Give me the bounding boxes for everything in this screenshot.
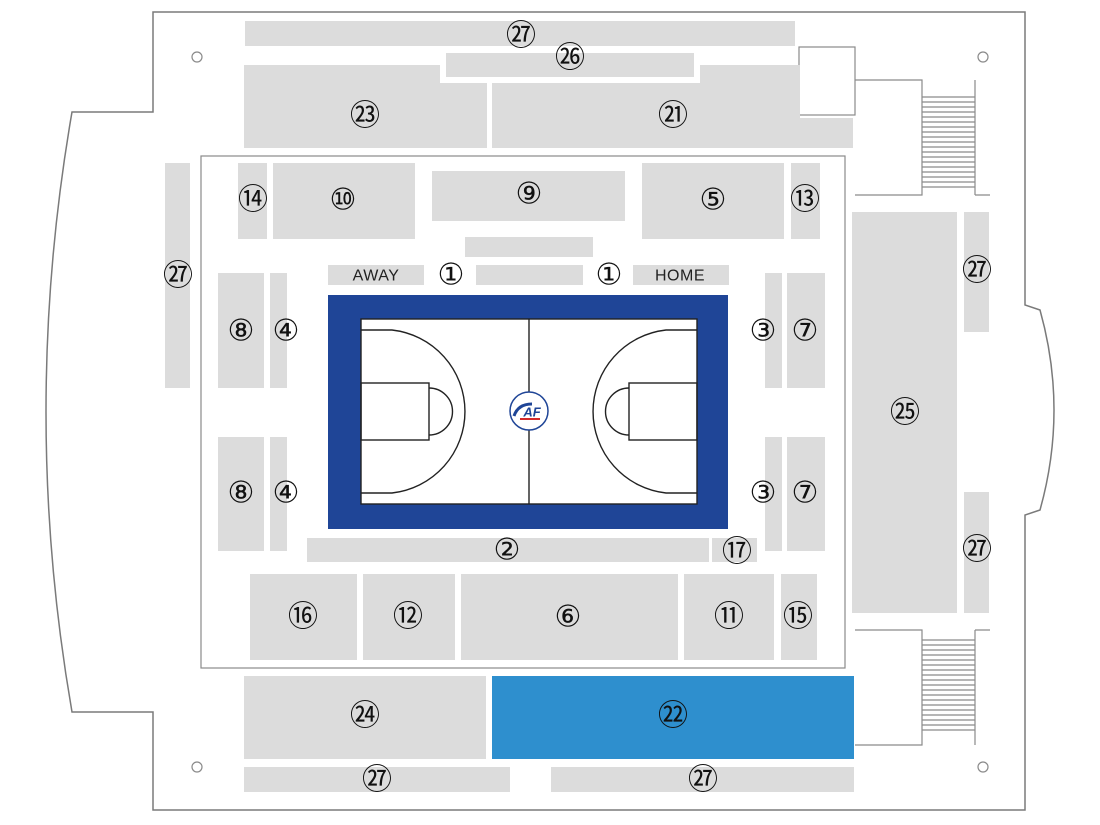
seat-block-8-lower[interactable]	[218, 437, 264, 551]
block-label-27-bottom-left: ㉗	[362, 763, 392, 798]
seat-block-2[interactable]	[307, 538, 709, 562]
block-label-27-top: ㉗	[506, 19, 536, 54]
block-label-27-right-upper: ㉗	[962, 254, 992, 289]
free-throw-lane-right	[628, 382, 698, 441]
seat-block-5[interactable]	[642, 163, 784, 239]
arena-outline	[45, 11, 1055, 811]
seat-block-16[interactable]	[250, 574, 357, 660]
seat-block-27-right-lower[interactable]	[964, 492, 989, 613]
home-bench	[633, 265, 729, 285]
free-throw-lane-left	[360, 382, 430, 441]
seat-block-27-left[interactable]	[165, 163, 190, 388]
scorer-table	[476, 265, 583, 285]
three-point-arc-left	[361, 329, 466, 494]
block-label-2: ②	[494, 533, 521, 568]
block-label-12: ⑫	[393, 600, 423, 635]
bench-area	[465, 237, 593, 257]
block-label-9: ⑨	[516, 177, 543, 212]
seat-block-21[interactable]	[492, 65, 853, 148]
away-label: AWAY	[353, 268, 400, 285]
block-label-8-upper: ⑧	[228, 314, 255, 349]
logo-text: AF	[522, 405, 541, 420]
block-label-23: ㉓	[350, 99, 380, 134]
block-label-3-lower: ③	[750, 476, 777, 511]
block-label-15: ⑮	[783, 600, 813, 635]
seat-block-4-lower[interactable]	[270, 437, 287, 551]
block-label-6: ⑥	[555, 600, 582, 635]
block-label-26: ㉖	[555, 41, 585, 76]
block-label-27-left: ㉗	[163, 259, 193, 294]
block-label-7-lower: ⑦	[792, 476, 819, 511]
corner-marker	[191, 51, 203, 63]
corner-marker	[977, 761, 989, 773]
corner-marker	[191, 761, 203, 773]
seat-block-24[interactable]	[244, 676, 486, 759]
seat-block-27-bottom-right[interactable]	[551, 767, 854, 792]
seat-block-27-right-upper[interactable]	[964, 212, 989, 332]
stair-wall	[855, 79, 923, 196]
seat-block-9[interactable]	[432, 171, 625, 221]
block-label-21: ㉑	[658, 99, 688, 134]
block-label-11: ⑪	[714, 600, 744, 635]
seat-block-8-upper[interactable]	[218, 273, 264, 388]
three-point-arc-right	[592, 329, 697, 494]
block-label-4-upper: ④	[273, 314, 300, 349]
seat-block-3-upper[interactable]	[765, 273, 782, 388]
seat-block-25[interactable]	[852, 212, 957, 613]
block-label-8-lower: ⑧	[228, 476, 255, 511]
block-label-4-lower: ④	[273, 476, 300, 511]
seat-block-13[interactable]	[791, 163, 820, 239]
seat-block-27-top[interactable]	[245, 21, 795, 46]
block-label-27-bottom-right: ㉗	[688, 763, 718, 798]
seat-block-7-lower[interactable]	[787, 437, 825, 551]
block-label-16: ⑯	[288, 600, 318, 635]
floor-area-outline	[200, 155, 846, 669]
seat-block-15[interactable]	[781, 574, 817, 660]
stairs-top	[922, 80, 990, 196]
seat-block-12[interactable]	[363, 574, 455, 660]
stair-box	[798, 46, 856, 116]
stair-wall	[855, 629, 923, 746]
block-label-1-away: ①	[438, 258, 465, 293]
seat-block-4-upper[interactable]	[270, 273, 287, 388]
home-label: HOME	[655, 268, 705, 285]
seat-block-11[interactable]	[684, 574, 774, 660]
block-label-1-home: ①	[596, 258, 623, 293]
block-label-5: ⑤	[700, 183, 727, 218]
seat-block-27-bottom-left[interactable]	[244, 767, 510, 792]
block-label-13: ⑬	[790, 183, 820, 218]
seat-block-3-lower[interactable]	[765, 437, 782, 551]
seat-block-7-upper[interactable]	[787, 273, 825, 388]
seat-block-6[interactable]	[461, 574, 678, 660]
block-label-3-upper: ③	[750, 314, 777, 349]
team-logo-icon: AF	[509, 391, 549, 431]
block-label-14: ⑭	[238, 183, 268, 218]
away-bench	[328, 265, 424, 285]
block-label-24: ㉔	[350, 699, 380, 734]
seat-block-17[interactable]	[712, 538, 757, 562]
block-label-25: ㉕	[890, 396, 920, 431]
block-label-7-upper: ⑦	[792, 314, 819, 349]
seat-block-10[interactable]	[273, 163, 415, 239]
block-label-27-right-lower: ㉗	[962, 533, 992, 568]
corner-marker	[977, 51, 989, 63]
basketball-court: AF	[328, 295, 728, 529]
seat-block-22[interactable]	[492, 676, 854, 759]
free-throw-circle-right	[604, 387, 630, 436]
seat-block-14[interactable]	[238, 163, 267, 239]
seat-block-23[interactable]	[244, 65, 487, 148]
seat-block-26[interactable]	[446, 53, 694, 77]
block-label-17: ⑰	[722, 535, 752, 570]
stairs-bottom	[922, 629, 990, 745]
block-label-22: ㉒	[658, 699, 688, 734]
block-label-10: ⑩	[330, 183, 357, 218]
free-throw-circle-left	[428, 387, 454, 436]
